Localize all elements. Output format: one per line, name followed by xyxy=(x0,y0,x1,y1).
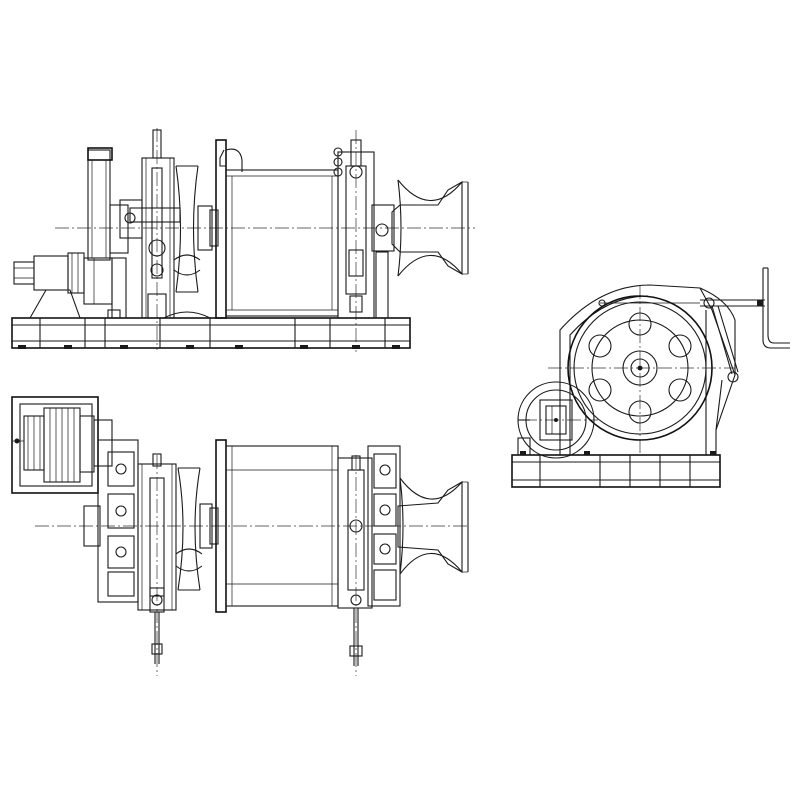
front-motor xyxy=(13,252,113,319)
top-view xyxy=(11,396,470,676)
flange-hole xyxy=(668,378,692,402)
flange-hole xyxy=(588,378,612,402)
flange-hole xyxy=(628,400,652,424)
top-drum xyxy=(215,439,339,613)
front-gear-column xyxy=(87,147,143,319)
side-brake-link xyxy=(711,305,739,431)
side-hub xyxy=(622,350,658,386)
side-brake-handle[interactable] xyxy=(598,267,790,349)
front-warping-end xyxy=(391,179,469,277)
front-clutch-wheel xyxy=(129,129,181,319)
top-clutch xyxy=(137,453,177,664)
top-gearbox xyxy=(83,439,139,603)
top-warping-end xyxy=(397,477,469,575)
side-housing xyxy=(559,284,736,455)
front-drum xyxy=(215,139,343,319)
side-view xyxy=(511,267,790,488)
front-base-frame xyxy=(11,317,411,349)
side-base-frame xyxy=(511,451,721,488)
top-brake-assembly xyxy=(337,445,401,666)
front-view xyxy=(11,128,475,352)
front-chain-wheel xyxy=(163,165,219,319)
flange-hole xyxy=(668,334,692,358)
front-brake-assembly xyxy=(337,139,395,319)
top-motor-housing xyxy=(11,396,113,494)
flange-hole xyxy=(588,334,612,358)
side-pinion-gear xyxy=(517,381,595,459)
top-chain-wheel xyxy=(175,467,219,591)
side-drum-flange xyxy=(567,295,713,441)
flange-hole xyxy=(628,312,652,336)
